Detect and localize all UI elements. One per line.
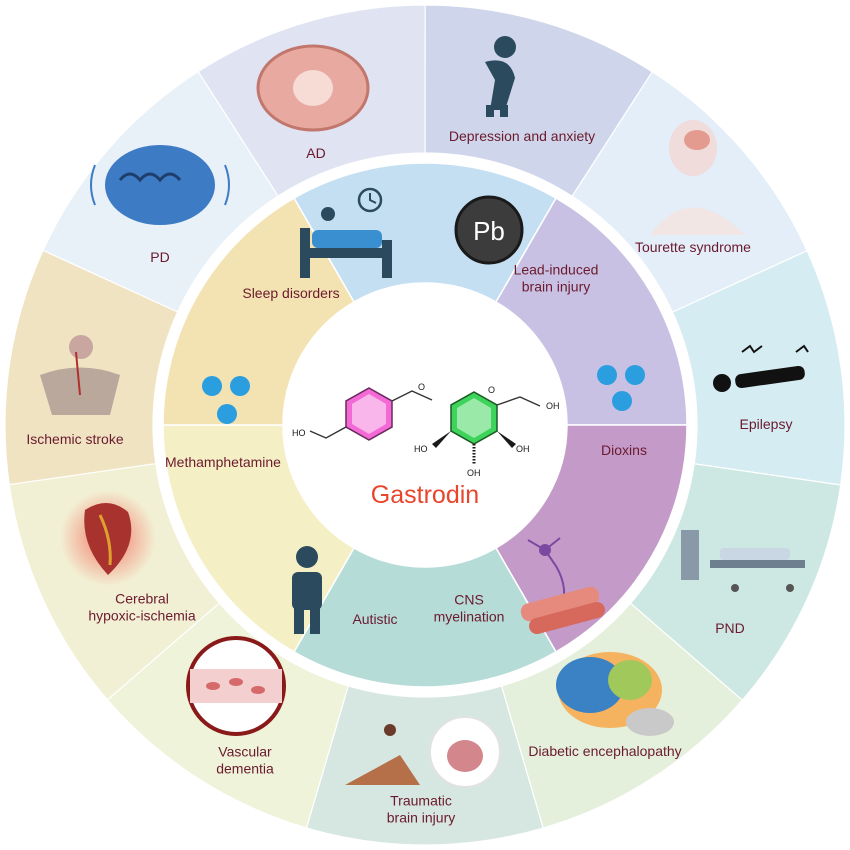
atom-oh-bottom-right: OH (516, 444, 530, 454)
pb-symbol: Pb (473, 216, 505, 246)
atom-o-ring: O (488, 385, 495, 395)
label-diabetic-encephalopathy: Diabetic encephalopathy (528, 743, 681, 759)
meth-dots-icon (202, 376, 250, 424)
atom-o-bridge: O (418, 382, 425, 392)
brain-tremor-icon (90, 145, 230, 225)
gastrodin-structure: HO O O OH HO OH OH (292, 382, 560, 478)
inner-sector-cns-myelination (292, 546, 558, 688)
label-traumatic-brain-injury-line-2: brain injury (387, 810, 455, 826)
bed-icon (300, 187, 392, 278)
phenyl-highlight (352, 394, 386, 434)
wedge-bond-3 (497, 431, 516, 448)
heart-icon (60, 490, 156, 586)
atom-ho-left: HO (292, 428, 306, 438)
label-tourette-syndrome: Tourette syndrome (635, 239, 751, 255)
label-pnd: PND (715, 620, 745, 636)
atom-oh-right: OH (546, 401, 560, 411)
dioxin-dots-icon (597, 365, 645, 411)
label-epilepsy: Epilepsy (740, 416, 793, 432)
label-cerebral-hypoxic-ischemia-line-2: hypoxic-ischemia (88, 608, 196, 624)
brain-regions-icon (556, 652, 674, 736)
sad-person-icon (485, 36, 516, 117)
pb-badge-icon: Pb (454, 195, 524, 265)
seizure-person-icon (713, 344, 809, 392)
label-traumatic-brain-injury-line-1: Traumatic (390, 793, 452, 809)
stroke-body-icon (40, 335, 120, 415)
ch2oh-bond (309, 426, 347, 439)
label-ad: AD (306, 145, 325, 161)
blood-vessel-icon (186, 636, 286, 736)
label-autistic: Autistic (352, 611, 397, 627)
label-cns-myelination-line-1: CNS (454, 592, 484, 608)
wedge-bond-1 (432, 431, 451, 448)
center-title: Gastrodin (371, 481, 479, 509)
label-lead-induced-brain-injury-line-2: brain injury (522, 279, 590, 295)
label-dioxins: Dioxins (601, 442, 647, 458)
label-methamphetamine: Methamphetamine (165, 454, 281, 470)
ether-bond (391, 390, 433, 402)
hospital-bed-icon (681, 530, 805, 592)
brain-slice-icon (256, 44, 370, 132)
label-cns-myelination-line-2: myelination (434, 609, 505, 625)
label-pd: PD (150, 249, 169, 265)
label-vascular-dementia-line-2: dementia (216, 761, 274, 777)
label-vascular-dementia-line-1: Vascular (218, 744, 272, 760)
head-brain-icon (650, 120, 745, 235)
autistic-person-icon (292, 546, 322, 634)
ch2oh-right-bond (496, 396, 541, 407)
atom-ho-bottom: HO (414, 444, 428, 454)
glucose-highlight (457, 398, 491, 438)
label-lead-induced-brain-injury-line-1: Lead-induced (514, 262, 599, 278)
inner-sector-dioxins (494, 424, 688, 653)
center-disc (283, 283, 567, 567)
label-cerebral-hypoxic-ischemia-line-1: Cerebral (115, 591, 169, 607)
label-ischemic-stroke: Ischemic stroke (26, 431, 123, 447)
fall-injury-icon (345, 716, 501, 788)
neuron-icon (520, 537, 605, 635)
atom-oh-bottom: OH (467, 468, 481, 478)
label-depression-and-anxiety: Depression and anxiety (449, 128, 595, 144)
label-sleep-disorders: Sleep disorders (242, 285, 339, 301)
